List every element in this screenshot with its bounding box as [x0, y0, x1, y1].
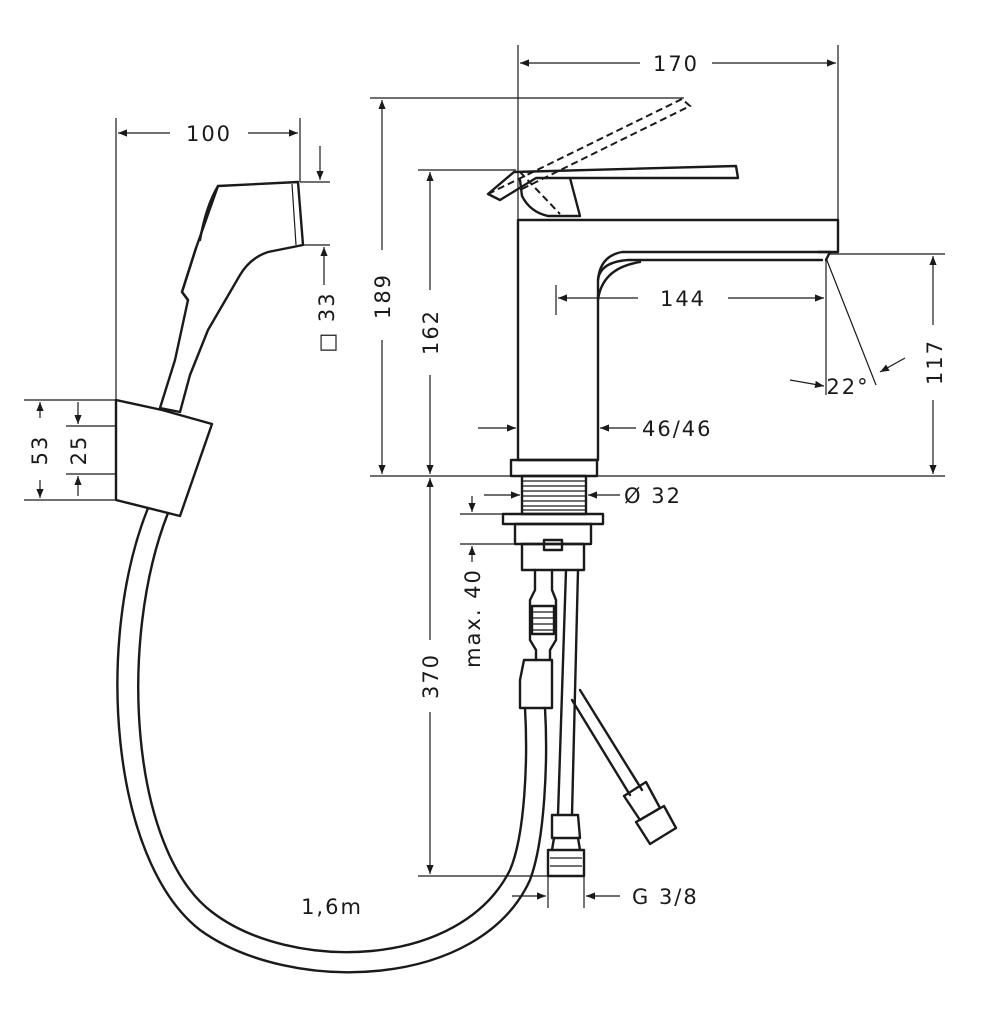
dim-label-189: 189 — [371, 273, 395, 319]
dim-label-100: 100 — [186, 122, 232, 146]
dim-label-144: 144 — [660, 287, 706, 311]
dim-label-max-40: max. 40 — [461, 568, 485, 668]
dimension-lines — [24, 45, 945, 908]
dim-label-53: 53 — [28, 435, 52, 466]
thread-label: G 3/8 — [632, 885, 699, 909]
dim-label-170: 170 — [653, 52, 699, 76]
hand-shower — [158, 180, 305, 414]
dim-label-370: 370 — [419, 653, 443, 699]
shower-hose — [116, 506, 548, 974]
dim-label-46-46: 46/46 — [642, 417, 713, 441]
basin-mixer — [486, 97, 840, 878]
dim-label-diameter-32: Ø 32 — [624, 484, 682, 508]
dim-label-25: 25 — [67, 435, 91, 466]
dim-label-117: 117 — [923, 339, 947, 385]
shower-holder — [114, 398, 214, 518]
hose-length-label: 1,6m — [301, 895, 363, 919]
dim-label-square-33: □ 33 — [315, 291, 339, 352]
dim-label-162: 162 — [419, 309, 443, 355]
dim-label-22-degrees: 22° — [826, 375, 869, 399]
